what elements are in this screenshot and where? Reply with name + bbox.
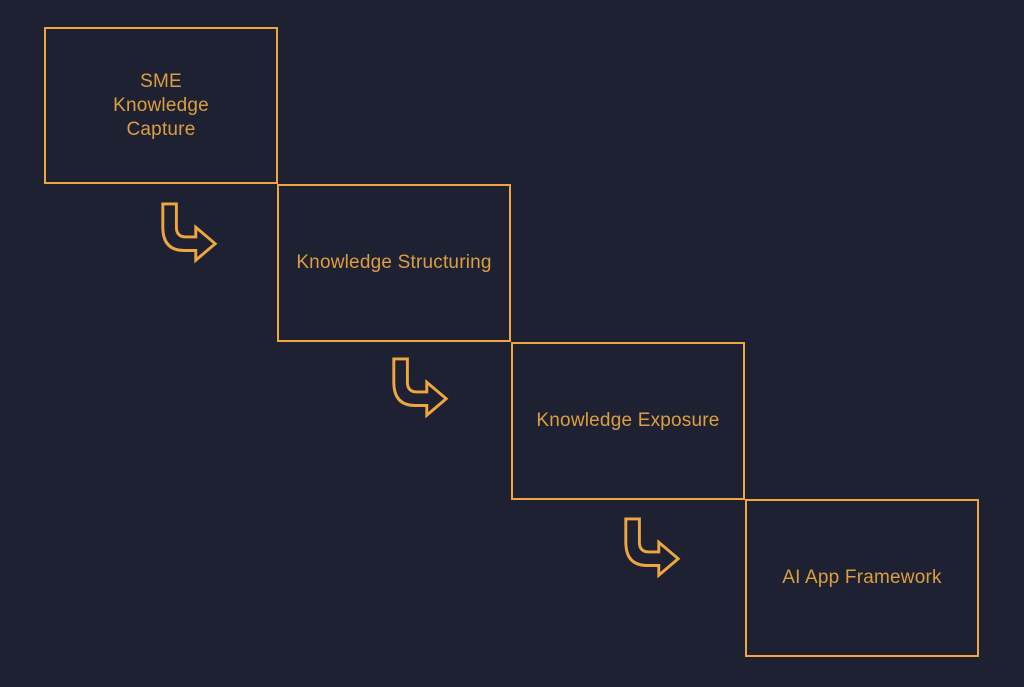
curved-arrow-down-right-icon xyxy=(160,202,218,266)
step-box-knowledge-structuring: Knowledge Structuring xyxy=(277,184,511,342)
step-label: SME Knowledge Capture xyxy=(113,70,209,140)
step-box-knowledge-exposure: Knowledge Exposure xyxy=(511,342,745,500)
step-box-ai-app-framework: AI App Framework xyxy=(745,499,979,657)
step-label: AI App Framework xyxy=(782,567,942,588)
step-label: Knowledge Exposure xyxy=(536,410,720,431)
step-box-sme-knowledge-capture: SME Knowledge Capture xyxy=(44,27,278,184)
curved-arrow-down-right-icon xyxy=(623,517,681,581)
curved-arrow-down-right-icon xyxy=(391,357,449,421)
step-label: Knowledge Structuring xyxy=(296,252,492,273)
